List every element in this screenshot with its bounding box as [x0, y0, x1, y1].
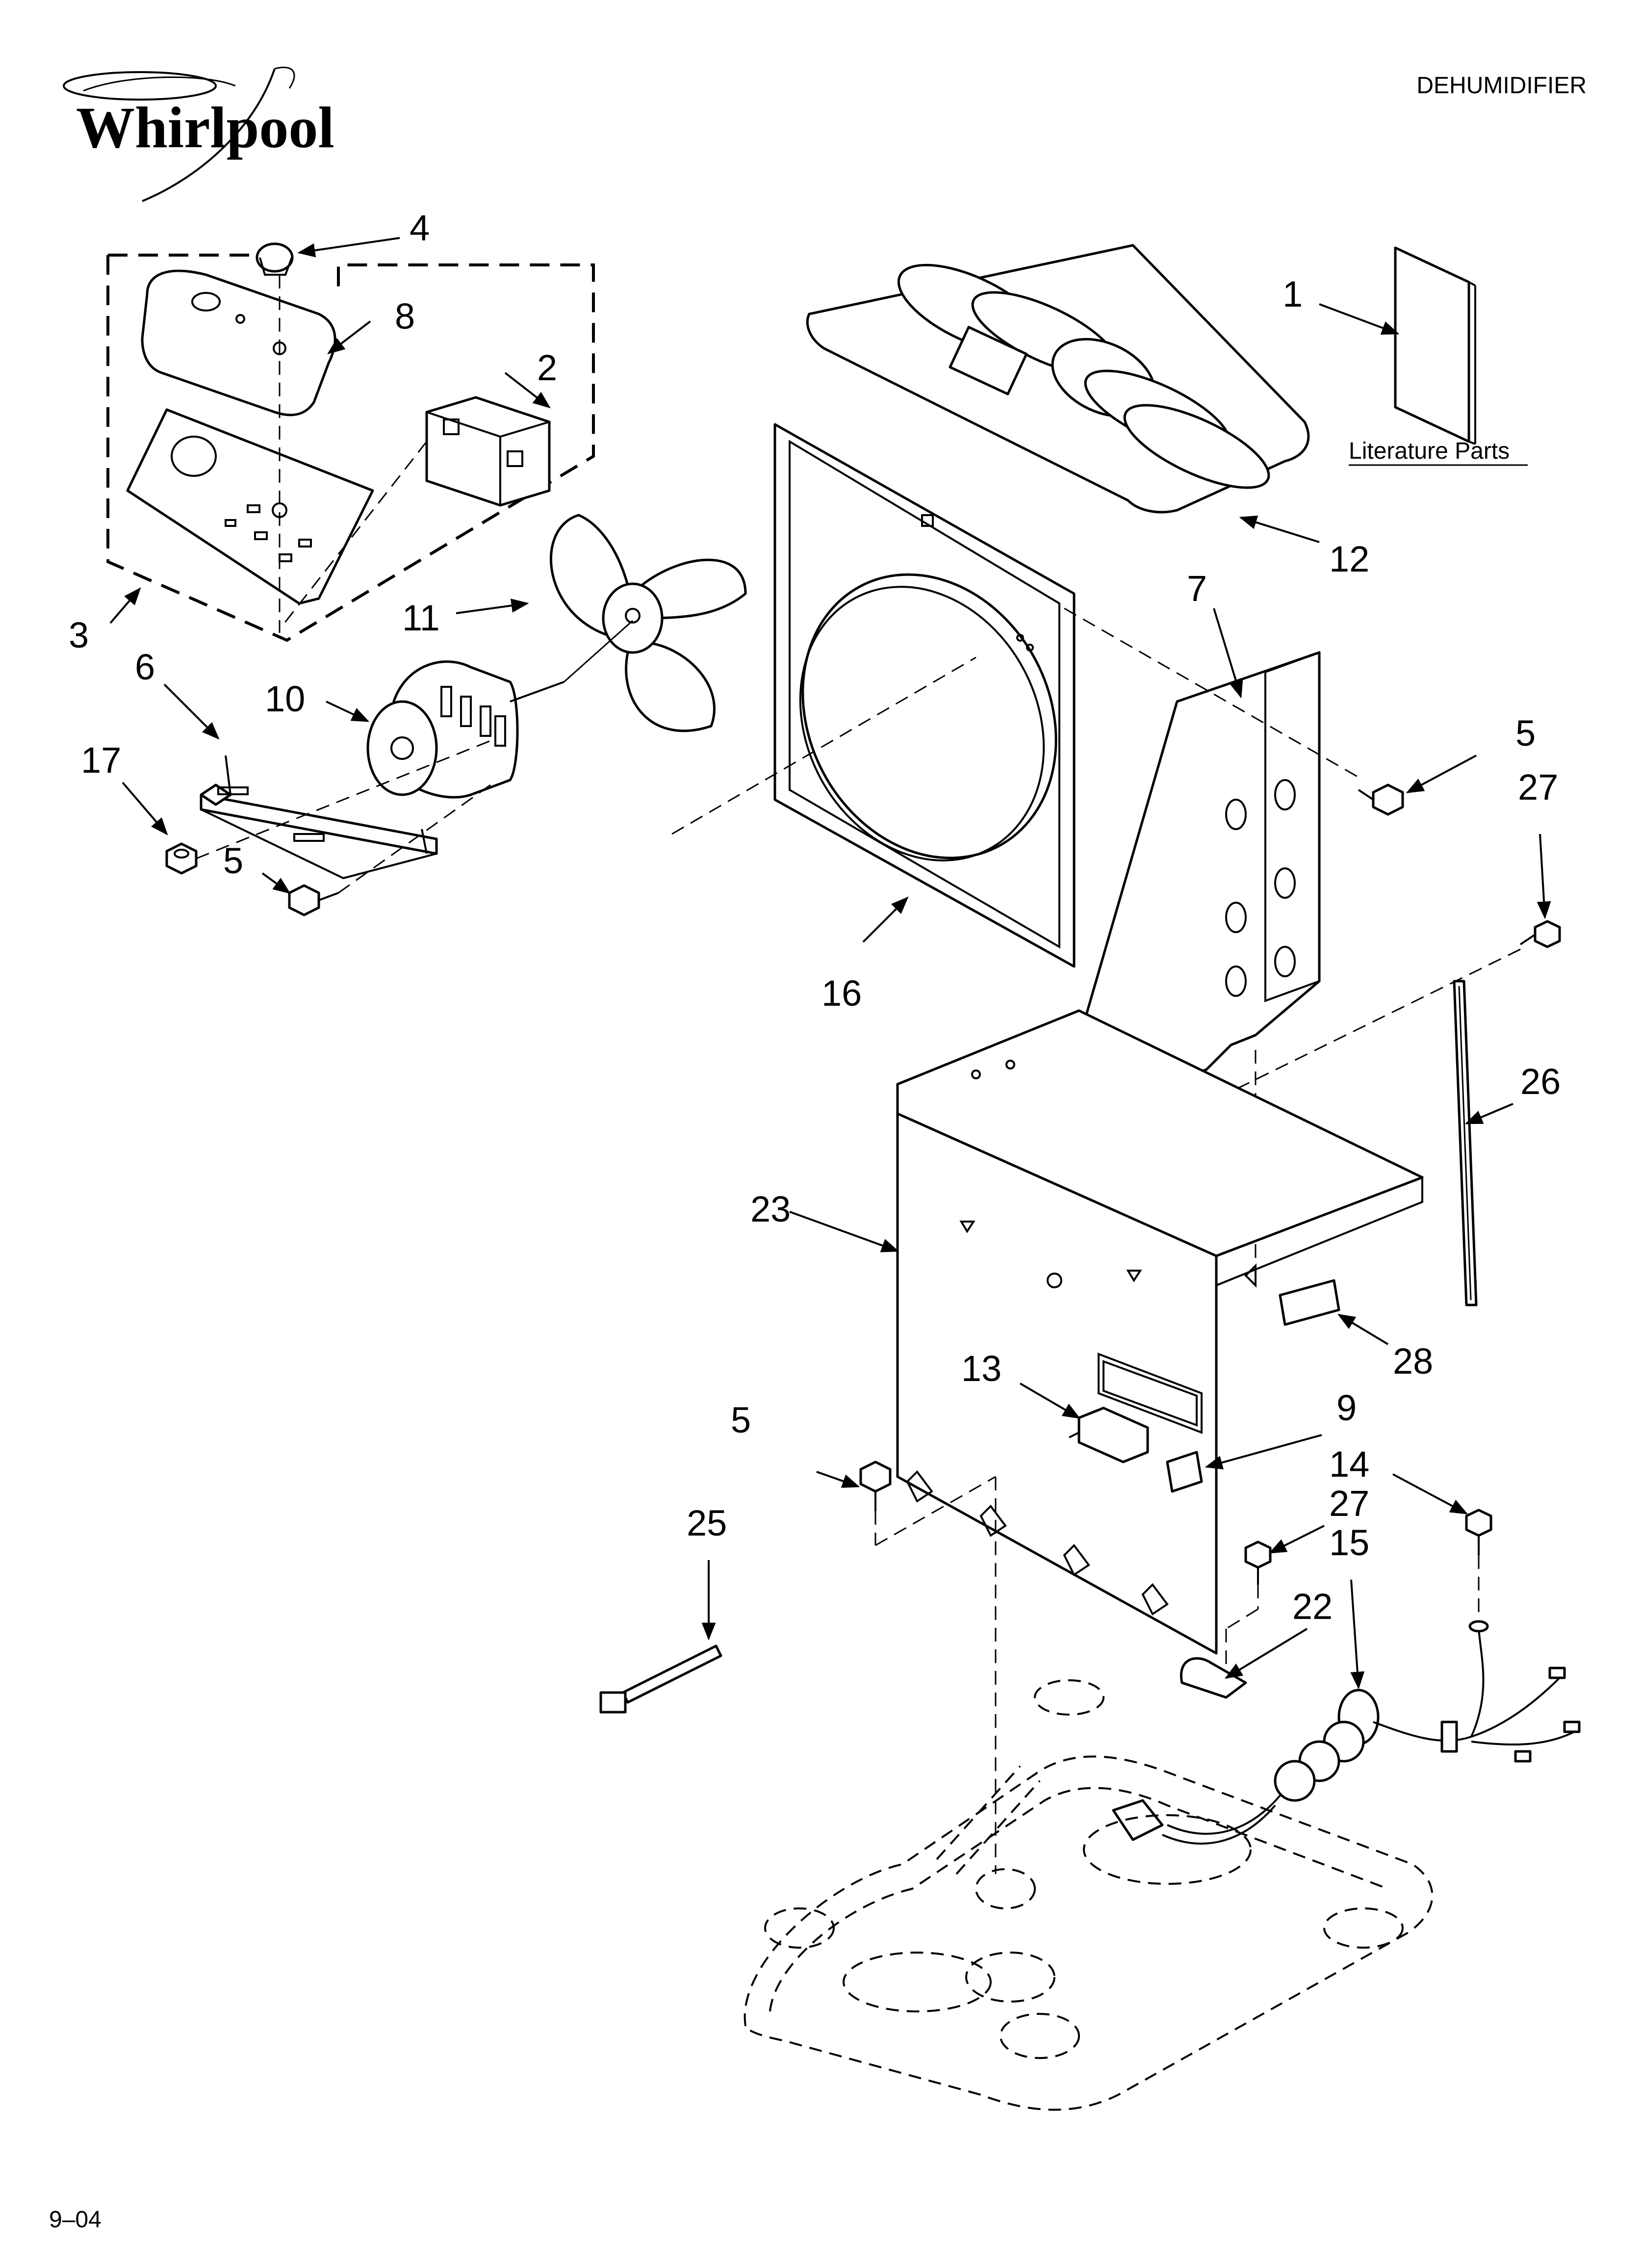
switch-retainer [1166, 1451, 1203, 1493]
callout-13: 13 [961, 1348, 1001, 1389]
callout-16: 16 [821, 973, 862, 1014]
callout-6: 6 [135, 647, 155, 687]
cable-tie [599, 1644, 722, 1714]
callout-5-right: 5 [1515, 713, 1536, 754]
callout-5-bottom: 5 [731, 1400, 751, 1440]
callout-17: 17 [81, 740, 121, 781]
control-console [126, 408, 374, 605]
callout-4: 4 [410, 208, 430, 248]
callout-8: 8 [395, 296, 415, 337]
callout-7: 7 [1187, 568, 1207, 609]
ground-screw [1465, 1509, 1492, 1555]
brand-wordmark: Whirlpool [76, 95, 334, 160]
motor-mount-bracket [200, 755, 438, 880]
callout-1: 1 [1283, 274, 1303, 314]
callout-25: 25 [687, 1503, 727, 1543]
screw-bottom [859, 1460, 892, 1511]
drain-clip [1279, 1279, 1340, 1326]
side-rail [1453, 980, 1478, 1306]
fan-shroud [773, 423, 1076, 968]
rocker-switch [283, 396, 551, 624]
base-cabinet [896, 1009, 1424, 1655]
callout-12: 12 [1329, 539, 1369, 579]
literature-parts-label: Literature Parts [1349, 438, 1510, 464]
cord-clamp [1180, 1657, 1247, 1699]
screw-left [288, 884, 339, 916]
date-code: 9–04 [49, 2207, 102, 2233]
fan-motor [366, 660, 564, 799]
top-cover [806, 244, 1310, 514]
control-panel-cover [141, 269, 336, 417]
callout-11: 11 [402, 598, 440, 638]
callout-26: 26 [1520, 1061, 1561, 1102]
callout-9: 9 [1336, 1387, 1357, 1428]
screw-27-bottom [1244, 1540, 1272, 1585]
hex-nut [165, 842, 198, 875]
callout-28: 28 [1393, 1341, 1433, 1382]
callout-23: 23 [750, 1189, 791, 1229]
callout-14: 14 [1329, 1444, 1369, 1485]
callout-15: 15 [1329, 1522, 1369, 1563]
callout-27-right: 27 [1518, 767, 1558, 808]
control-group-outline [106, 255, 595, 642]
fan-blade [550, 514, 747, 732]
base-pan-ghost [744, 1679, 1434, 2111]
product-type: DEHUMIDIFIER [1416, 73, 1587, 99]
callout-10: 10 [265, 678, 305, 719]
callout-3: 3 [69, 615, 89, 655]
callout-22: 22 [1292, 1586, 1333, 1627]
screw-27-right [1519, 920, 1561, 948]
control-knob [256, 242, 294, 276]
callout-2: 2 [537, 347, 557, 388]
float-switch [1069, 1407, 1149, 1463]
whirlpool-logo: Whirlpool [63, 66, 334, 202]
screw-right [1358, 783, 1404, 816]
callout-27-bottom: 27 [1329, 1483, 1369, 1524]
callout-arrows [109, 237, 1551, 1690]
power-cord [1112, 1620, 1581, 1845]
literature-parts-booklet [1394, 246, 1476, 445]
callout-labels: 1 2 3 4 5 5 5 6 7 8 9 10 11 12 13 14 15 … [69, 208, 1561, 1627]
callout-5-left: 5 [223, 840, 243, 881]
